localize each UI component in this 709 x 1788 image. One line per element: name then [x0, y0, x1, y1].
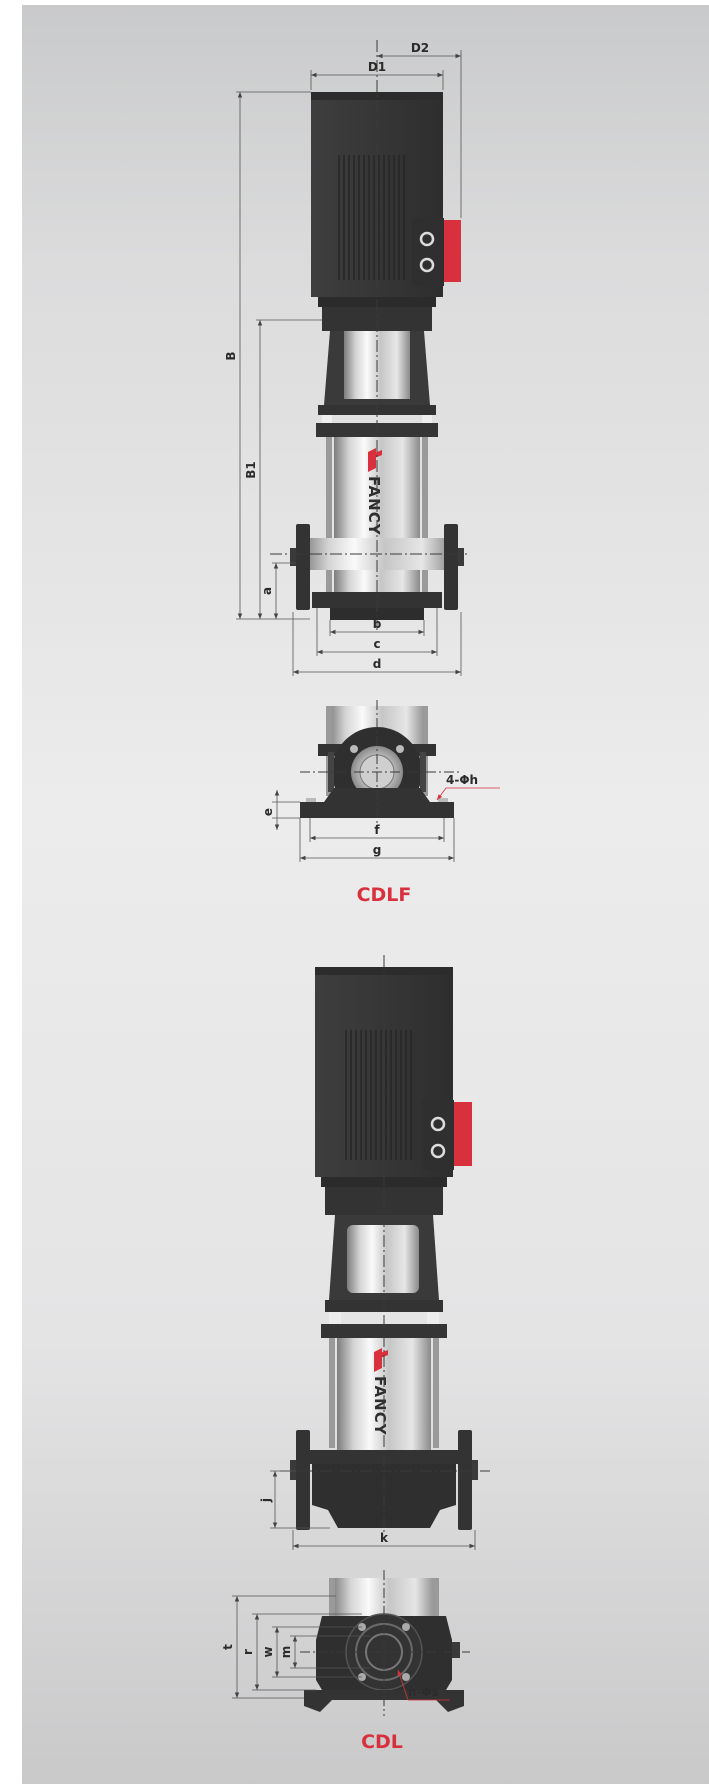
cdlf-side-dimensions [272, 787, 500, 862]
cdl-cable-gland-icon [430, 1143, 446, 1159]
cdlf-label-b: b [373, 617, 382, 631]
cdlf-bolt-hole-icon [350, 745, 358, 753]
cdl-label-w: w [261, 1646, 275, 1657]
cdlf-cooling-fins [338, 155, 405, 280]
cdlf-label-a: a [260, 587, 274, 595]
cdlf-left-flange [296, 524, 310, 610]
cdlf-label-B: B [224, 351, 238, 360]
cdlf-brand-text: FANCY [365, 476, 383, 536]
cdlf-bolt-hole-icon [396, 745, 404, 753]
cdlf-front-view: FANCY [270, 40, 470, 630]
cdl-side-view [300, 1570, 470, 1716]
cdlf-label-c: c [373, 637, 380, 651]
cdlf-label-B1: B1 [244, 461, 258, 479]
cdlf-cable-gland-icon [419, 257, 435, 273]
cdl-brand-text: FANCY [371, 1376, 389, 1436]
cdl-front-view: FANCY [280, 955, 490, 1535]
cdlf-label-e: e [261, 808, 275, 816]
cdlf-dimension-labels: D1 D2 B B1 a b c d [224, 41, 429, 671]
cdlf-dimensions [236, 50, 462, 676]
cdl-dimensions [270, 1470, 476, 1550]
cdl-label-hole: n-Φs [408, 1685, 439, 1699]
cdl-side-labels: t r w m n-Φs [221, 1644, 439, 1699]
cdl-left-flange [296, 1430, 310, 1530]
pump-drawing: FANCY [22, 5, 709, 1784]
cdl-cooling-fins [345, 1030, 412, 1160]
cdl-label-j: j [259, 1498, 273, 1503]
cdlf-caption: CDLF [357, 884, 412, 906]
cdl-coupling-guard [347, 1225, 419, 1293]
cdlf-right-flange [444, 524, 458, 610]
cdlf-side-labels: e f g 4-Φh [261, 773, 478, 857]
cdl-base-plate [304, 1690, 464, 1712]
cdlf-cable-gland-icon [419, 231, 435, 247]
cdl-side-dimensions [232, 1595, 450, 1701]
cdl-cable-gland-icon [430, 1116, 446, 1132]
cdl-label-r: r [241, 1649, 255, 1655]
cdl-right-flange [458, 1430, 472, 1530]
cdlf-label-hole: 4-Φh [446, 773, 478, 787]
cdlf-side-view [300, 700, 460, 830]
cdlf-terminal-box [412, 218, 444, 286]
cdlf-brand-logo-icon [368, 448, 382, 472]
cdl-brand-logo-icon [374, 1348, 388, 1372]
drawing-panel: FANCY [22, 5, 709, 1784]
cdl-terminal-box [422, 1100, 454, 1170]
cdl-label-m: m [279, 1646, 293, 1659]
cdl-caption: CDL [361, 1731, 403, 1753]
cdl-dimension-labels: j k [259, 1498, 389, 1545]
cdl-label-t: t [221, 1644, 235, 1650]
cdl-bolt-hole-icon [402, 1623, 410, 1631]
cdl-label-k: k [380, 1531, 389, 1545]
cdl-terminal-cover [454, 1102, 472, 1166]
cdlf-label-g: g [373, 843, 382, 857]
cdlf-label-D1: D1 [368, 60, 386, 74]
cdlf-label-d: d [373, 657, 382, 671]
cdl-bolt-hole-icon [402, 1673, 410, 1681]
cdlf-label-f: f [374, 823, 380, 837]
cdlf-label-D2: D2 [411, 41, 429, 55]
cdlf-terminal-cover [444, 220, 461, 282]
